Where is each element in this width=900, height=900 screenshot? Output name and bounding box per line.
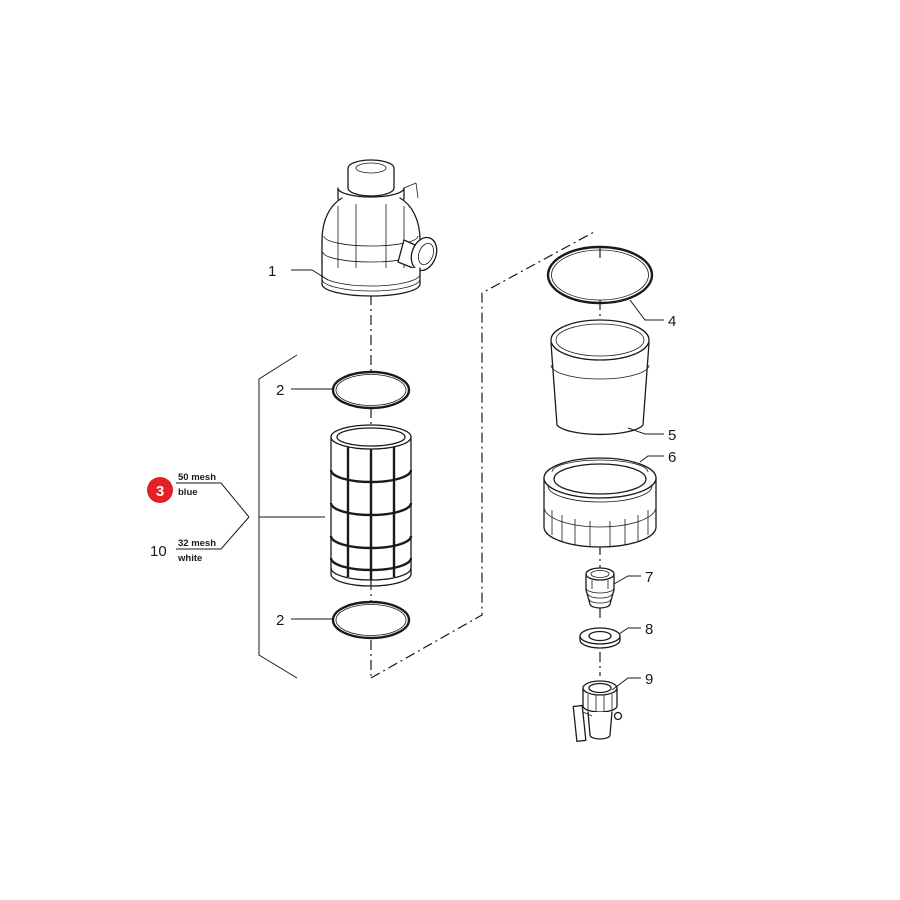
note-blue: blue [178, 487, 198, 498]
part-2-o-ring-lower [331, 600, 411, 640]
label-part-9: 9 [645, 671, 653, 688]
label-part-8: 8 [645, 621, 653, 638]
part-3-mesh-cartridge [329, 424, 413, 587]
part-7-adapter-nipple [585, 567, 615, 609]
note-white: white [177, 553, 202, 564]
label-part-10: 10 [150, 543, 167, 560]
part-1-filter-head [321, 159, 438, 297]
part-6-ring-nut [543, 457, 657, 548]
label-part-6: 6 [668, 449, 676, 466]
label-part-4: 4 [668, 313, 676, 330]
label-part-2-upper: 2 [276, 382, 284, 399]
part-9-drain-valve [572, 680, 623, 742]
filter-group-bracket [258, 354, 325, 679]
part-5-filter-bowl [550, 319, 650, 436]
part-4-large-o-ring [546, 245, 654, 305]
part-2-o-ring-upper [331, 370, 411, 410]
label-part-3: 3 [156, 483, 164, 500]
part-3-highlight-badge[interactable]: 3 [147, 477, 173, 503]
note-50-mesh: 50 mesh [178, 472, 216, 483]
leader-lines [176, 269, 664, 691]
label-part-5: 5 [668, 427, 676, 444]
badge-circle [147, 477, 173, 503]
note-32-mesh: 32 mesh [178, 538, 216, 549]
label-part-2-lower: 2 [276, 612, 284, 629]
label-part-7: 7 [645, 569, 653, 586]
label-part-1: 1 [268, 263, 276, 280]
part-8-washer [579, 627, 621, 649]
